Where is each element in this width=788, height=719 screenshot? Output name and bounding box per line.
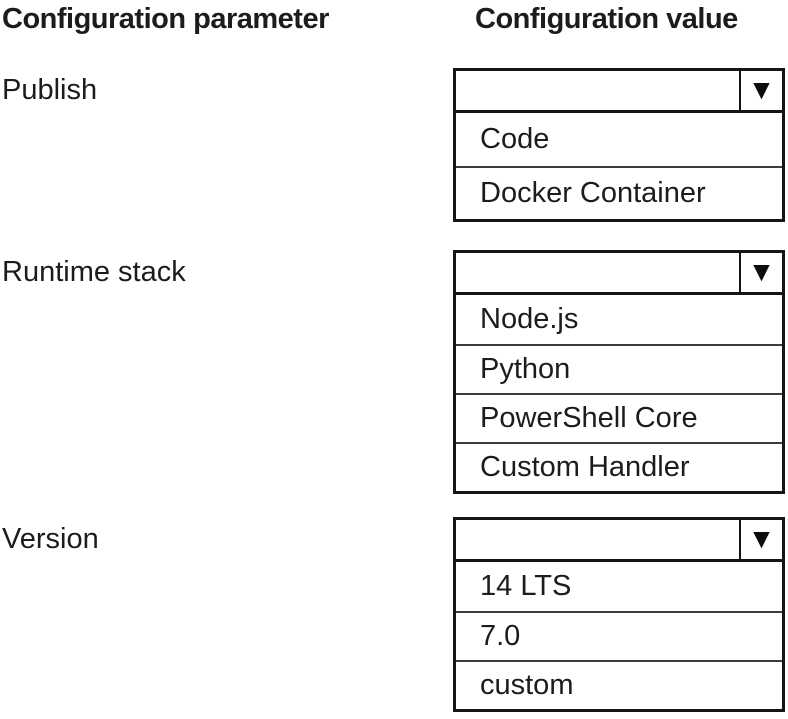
runtime-stack-dropdown[interactable]: ▼ — [453, 250, 785, 295]
publish-dropdown[interactable]: ▼ — [453, 68, 785, 113]
dropdown-option[interactable]: Code — [456, 113, 782, 166]
dropdown-option[interactable]: Node.js — [456, 295, 782, 344]
parameter-label: Publish — [2, 74, 98, 106]
version-dropdown[interactable]: ▼ — [453, 517, 785, 562]
parameter-label: Runtime stack — [2, 256, 186, 288]
chevron-down-icon: ▼ — [747, 522, 776, 554]
chevron-down-icon: ▼ — [747, 73, 776, 105]
dropdown-option[interactable]: Python — [456, 344, 782, 393]
value-column-header: Configuration value — [475, 3, 738, 35]
dropdown-option[interactable]: PowerShell Core — [456, 393, 782, 442]
parameter-column-header: Configuration parameter — [2, 3, 329, 35]
chevron-down-icon: ▼ — [747, 255, 776, 287]
dropdown-option[interactable]: custom — [456, 660, 782, 709]
dropdown-option[interactable]: 7.0 — [456, 611, 782, 660]
dropdown-option[interactable]: 14 LTS — [456, 562, 782, 611]
dropdown-option[interactable]: Custom Handler — [456, 442, 782, 491]
dropdown-arrow-button[interactable]: ▼ — [739, 253, 782, 292]
dropdown-arrow-button[interactable]: ▼ — [739, 520, 782, 559]
dropdown-option[interactable]: Docker Container — [456, 166, 782, 219]
dropdown-arrow-button[interactable]: ▼ — [739, 71, 782, 110]
parameter-label: Version — [2, 523, 99, 555]
